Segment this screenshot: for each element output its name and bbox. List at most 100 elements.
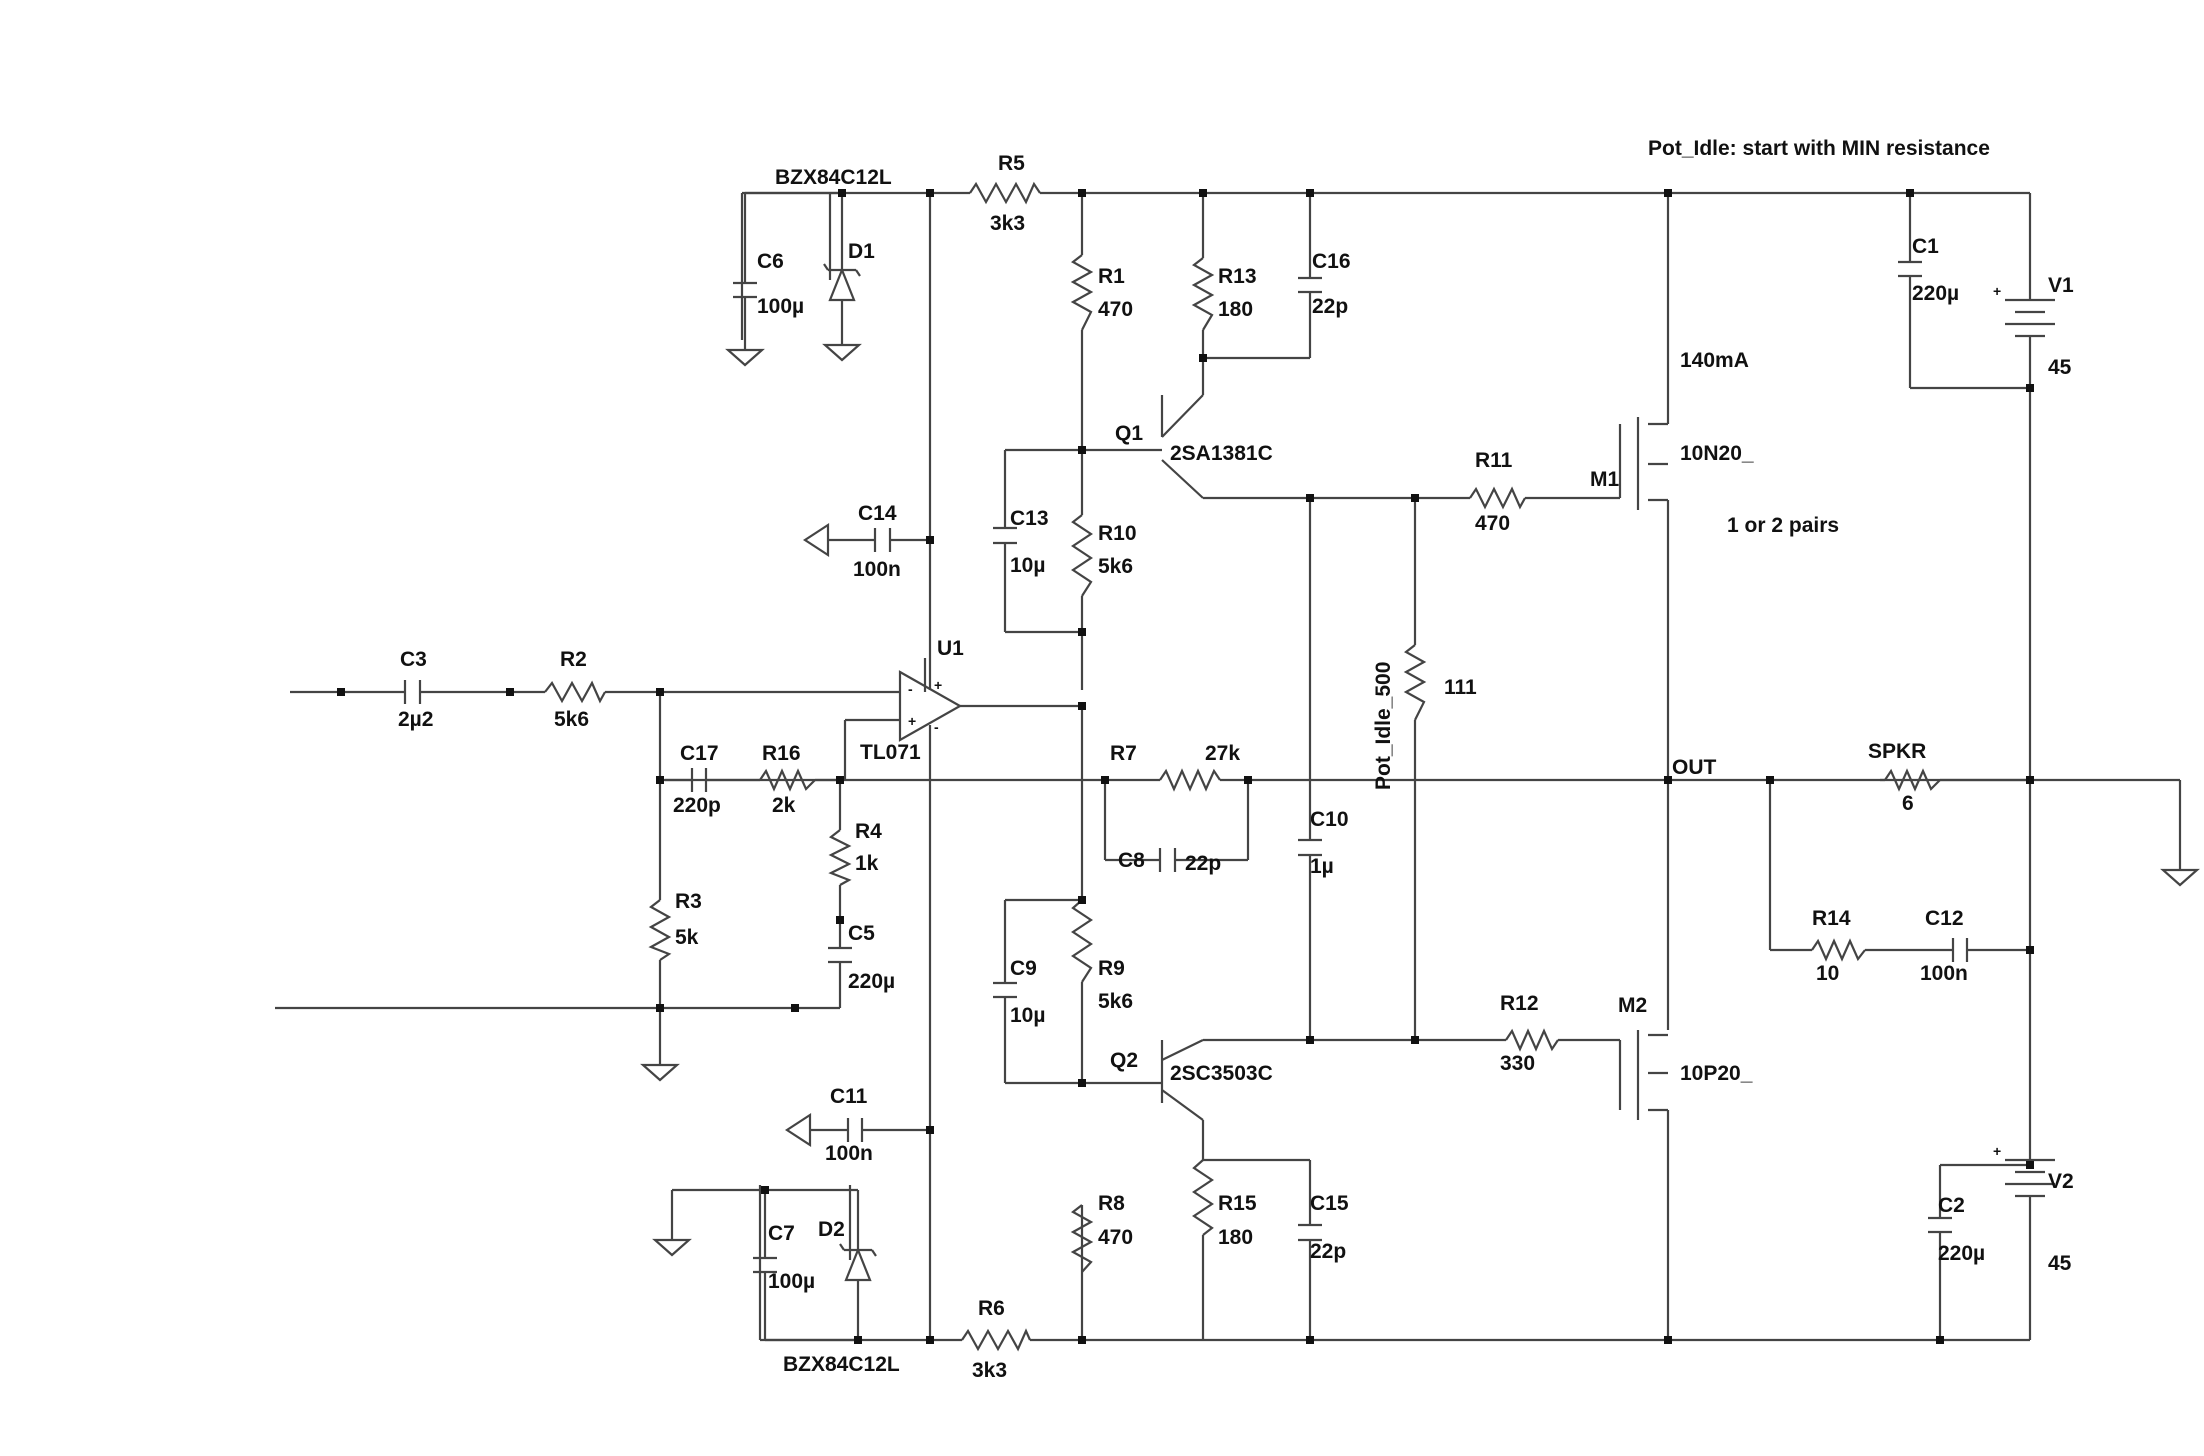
r1-ref: R1 [1098,265,1125,288]
c10-value: 1µ [1310,855,1334,878]
ground-icon [784,1112,812,1148]
q2-ref: Q2 [1110,1049,1138,1072]
r11-ref: R11 [1475,449,1513,472]
c3-value: 2µ2 [398,708,433,731]
ground-icon [725,348,765,367]
r8-value: 470 [1098,1226,1133,1249]
c15-ref: C15 [1310,1192,1349,1215]
c6-value: 100µ [757,295,804,318]
r14-ref: R14 [1812,907,1851,930]
capacitor-c16-symbol [1298,276,1322,294]
note-pairs: 1 or 2 pairs [1727,514,1839,537]
resistor-r2-symbol [544,680,606,704]
capacitor-c8-symbol [1158,848,1177,872]
svg-text:+: + [908,713,916,729]
resistor-r12-symbol [1505,1028,1559,1052]
c8-value: 22p [1185,852,1221,875]
capacitor-c5-symbol [828,946,852,964]
pot-value: 111 [1444,676,1477,699]
svg-text:+: + [1993,1143,2001,1159]
c17-value: 220p [673,794,721,817]
v1-value: 45 [2048,356,2072,379]
resistor-r9-symbol [1071,899,1093,983]
zener-d2-symbol [839,1243,877,1282]
battery-v1-symbol: + [1993,283,2055,340]
q2-value: 2SC3503C [1170,1062,1273,1085]
r15-ref: R15 [1218,1192,1257,1215]
resistor-r6-symbol [961,1328,1032,1352]
d1-value: BZX84C12L [775,166,892,189]
resistor-r16-symbol [759,768,816,792]
net-out-label: OUT [1672,756,1717,779]
svg-text:+: + [934,677,942,693]
c10-ref: C10 [1310,808,1349,831]
capacitor-c14-symbol [873,528,892,552]
capacitor-c11-symbol [846,1118,864,1142]
v2-ref: V2 [2048,1170,2074,1193]
r2-ref: R2 [560,648,587,671]
d2-value: BZX84C12L [783,1353,900,1376]
r6-ref: R6 [978,1297,1005,1320]
c12-value: 100n [1920,962,1968,985]
r3-value: 5k [675,926,699,949]
resistor-r10-symbol [1071,514,1093,597]
m2-value: 10P20_ [1680,1062,1753,1085]
c15-value: 22p [1310,1240,1346,1263]
r16-ref: R16 [762,742,801,765]
capacitor-c1-symbol [1898,260,1922,278]
symbols: + + - + + - [403,181,2200,1352]
r10-ref: R10 [1098,522,1137,545]
r13-ref: R13 [1218,265,1257,288]
r2-value: 5k6 [554,708,589,731]
note-current: 140mA [1680,349,1749,372]
capacitor-c2-symbol [1928,1216,1952,1234]
r4-value: 1k [855,852,879,875]
u1-value: TL071 [860,741,921,764]
spkr-value: 6 [1902,792,1914,815]
c5-ref: C5 [848,922,875,945]
c9-value: 10µ [1010,1004,1045,1027]
r9-value: 5k6 [1098,990,1133,1013]
c5-value: 220µ [848,970,895,993]
resistor-r7-symbol [1159,768,1221,792]
r12-value: 330 [1500,1052,1535,1075]
r14-value: 10 [1816,962,1839,985]
capacitor-c7-symbol [753,1256,777,1274]
capacitor-c13-symbol [993,526,1017,545]
ground-icon [652,1238,692,1257]
d2-ref: D2 [818,1218,845,1241]
resistor-r3-symbol [648,899,672,961]
c16-value: 22p [1312,295,1348,318]
resistor-r8-symbol [1070,1204,1094,1273]
r10-value: 5k6 [1098,555,1133,578]
c1-value: 220µ [1912,282,1959,305]
r1-value: 470 [1098,298,1133,321]
wires [275,191,2182,1342]
c14-value: 100n [853,558,901,581]
r12-ref: R12 [1500,992,1539,1015]
c2-value: 220µ [1938,1242,1985,1265]
junctions [337,189,2034,1344]
resistor-r11-symbol [1469,486,1526,510]
potentiometer-symbol [1403,644,1427,721]
m1-value: 10N20_ [1680,442,1754,465]
spkr-ref: SPKR [1868,740,1926,763]
c1-ref: C1 [1912,235,1939,258]
q1-value: 2SA1381C [1170,442,1273,465]
capacitor-c17-symbol [690,768,708,792]
c6-ref: C6 [757,250,784,273]
resistor-r15-symbol [1192,1159,1214,1236]
r16-value: 2k [772,794,796,817]
resistor-spkr-symbol [1884,768,1941,792]
c12-ref: C12 [1925,907,1964,930]
capacitor-c3-symbol [403,680,422,704]
r7-ref: R7 [1110,742,1137,765]
resistor-r14-symbol [1811,938,1866,962]
labels: Pot_Idle: start with MIN resistance 140m… [398,137,2074,1382]
v2-value: 45 [2048,1252,2072,1275]
u1-ref: U1 [937,637,964,660]
resistor-r5-symbol [969,181,1041,205]
opamp-u1-symbol: - + + - [898,670,963,742]
m1-ref: M1 [1590,468,1619,491]
